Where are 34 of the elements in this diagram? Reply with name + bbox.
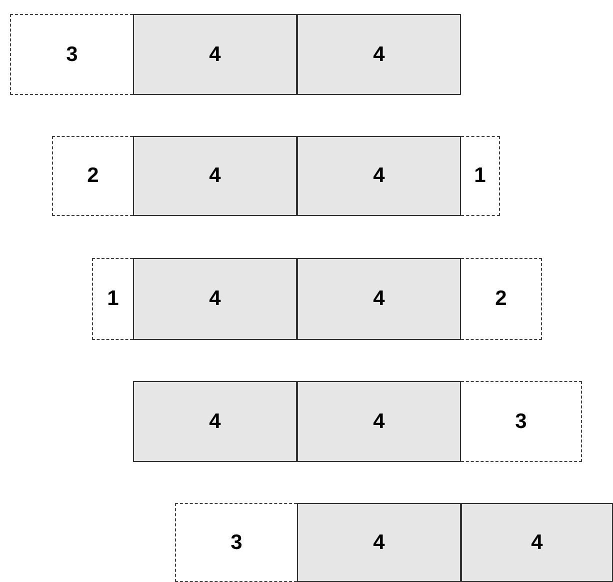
- dashed-box: [10, 14, 133, 95]
- number-label: 3: [515, 410, 527, 434]
- dashed-box: [92, 258, 133, 340]
- number-label: 4: [209, 287, 221, 311]
- number-label: 1: [474, 164, 486, 188]
- dashed-box: [175, 503, 297, 582]
- shaded-box: [461, 503, 613, 582]
- shaded-box: [297, 14, 461, 95]
- number-label: 4: [209, 42, 221, 66]
- shaded-box: [133, 14, 297, 95]
- shaded-box: [133, 136, 297, 216]
- number-label: 1: [107, 287, 119, 311]
- number-label: 4: [373, 42, 385, 66]
- shaded-box: [297, 381, 461, 462]
- number-label: 3: [230, 530, 242, 554]
- shaded-box: [297, 258, 461, 340]
- number-label: 4: [209, 164, 221, 188]
- dashed-box: [461, 381, 582, 462]
- number-label: 4: [209, 410, 221, 434]
- dashed-box: [461, 136, 500, 216]
- number-label: 4: [373, 287, 385, 311]
- shaded-box: [297, 136, 461, 216]
- number-label: 3: [66, 42, 78, 66]
- number-label: 4: [531, 530, 543, 554]
- dashed-box: [52, 136, 133, 216]
- number-label: 4: [373, 164, 385, 188]
- number-label: 2: [87, 164, 99, 188]
- number-label: 2: [495, 287, 507, 311]
- dashed-box: [461, 258, 542, 340]
- shaded-box: [297, 503, 461, 582]
- number-label: 4: [373, 410, 385, 434]
- shaded-box: [133, 258, 297, 340]
- number-label: 4: [373, 530, 385, 554]
- shaded-box: [133, 381, 297, 462]
